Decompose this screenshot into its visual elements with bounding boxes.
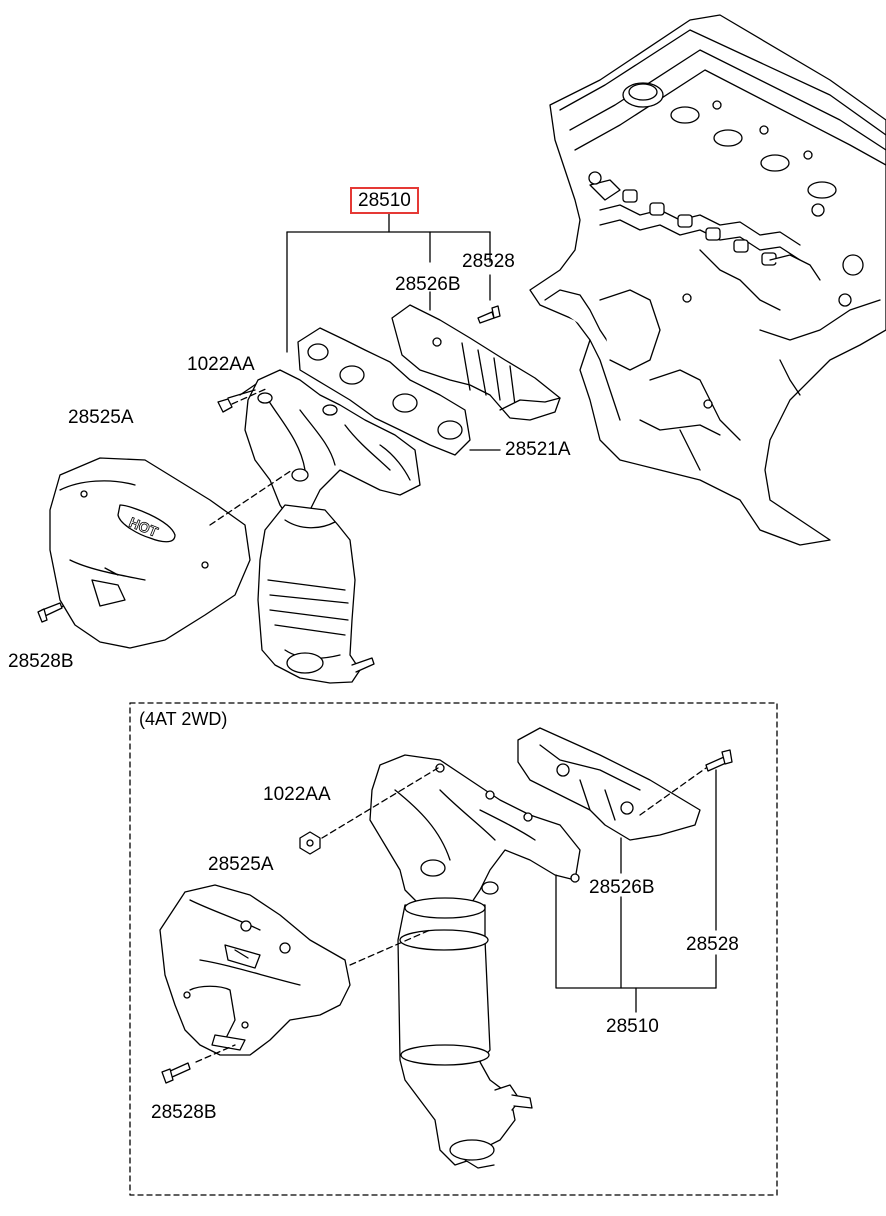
bottom-section-title: (4AT 2WD) [139,709,228,729]
catalytic-converter-bottom [397,897,533,1169]
label-28510-top[interactable]: 28510 [350,187,419,214]
top-leader-lines [54,212,501,611]
heat-shield-lower-bottom [159,884,351,1056]
heat-shield-upper-bottom [517,727,701,841]
label-1022aa-top[interactable]: 1022AA [187,354,255,375]
bottom-leader-lines [555,769,717,1013]
label-28525a-bottom[interactable]: 28525A [208,854,274,875]
bolt-upper-top [477,305,501,324]
nut-top [217,389,256,413]
bottom-dashed-lines [195,767,707,1063]
label-28525a-top[interactable]: 28525A [68,407,134,428]
gasket-top [297,327,471,456]
label-28521a-top[interactable]: 28521A [505,439,571,460]
bolt-upper-bottom [705,749,733,772]
engine-block [529,14,886,546]
label-28528b-top[interactable]: 28528B [8,651,74,672]
heat-shield-upper-top [391,304,561,421]
heat-shield-lower-top: HOT [49,457,251,649]
nut-bottom [299,831,321,855]
bottom-section-frame [129,702,778,1196]
label-28526b-bottom[interactable]: 28526B [589,877,655,898]
label-28528-top[interactable]: 28528 [462,251,515,272]
catalytic-converter-top [257,504,375,684]
manifold-bottom [369,754,581,911]
bolt-lower-top [37,602,63,623]
label-28526b-top[interactable]: 28526B [395,274,461,295]
bolt-lower-bottom [161,1062,191,1084]
label-28510-bottom[interactable]: 28510 [606,1016,659,1037]
top-dashed-lines [209,387,293,526]
label-28528b-bottom[interactable]: 28528B [151,1102,217,1123]
manifold-top [244,369,421,521]
label-28528-bottom[interactable]: 28528 [686,934,739,955]
label-1022aa-bottom[interactable]: 1022AA [263,784,331,805]
